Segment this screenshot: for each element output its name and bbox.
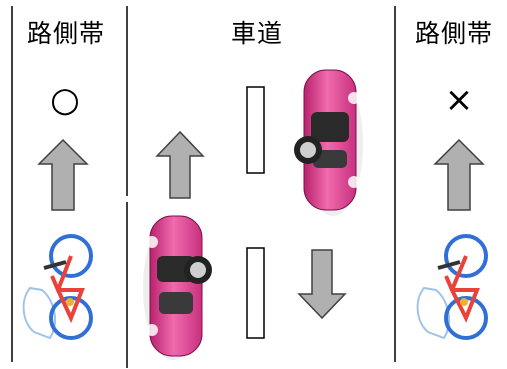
car-icon bbox=[143, 215, 212, 360]
up-arrow-left-shoulder bbox=[37, 138, 89, 211]
header-right-shoulder: 路側帯 bbox=[414, 19, 493, 48]
lane-dash-lower bbox=[246, 247, 265, 339]
lane-dash-upper bbox=[246, 86, 265, 174]
car-icon bbox=[294, 69, 363, 216]
boundary-lines bbox=[11, 6, 396, 368]
lane-divider-icon bbox=[246, 86, 265, 339]
up-arrow-roadway bbox=[155, 130, 205, 199]
allowed-mark: ○ bbox=[50, 80, 80, 120]
rear-wheel bbox=[49, 296, 93, 340]
up-arrow-icon bbox=[37, 130, 485, 211]
header-roadway: 車道 bbox=[230, 19, 283, 48]
bicycle-icon bbox=[22, 234, 93, 340]
down-arrow-icon bbox=[297, 249, 347, 320]
rider-outline bbox=[22, 286, 57, 340]
not-allowed-mark: × bbox=[444, 80, 474, 120]
front-wheel bbox=[49, 234, 93, 278]
header-left-shoulder: 路側帯 bbox=[26, 19, 105, 48]
bicycle-icon bbox=[416, 234, 488, 340]
down-arrow-roadway bbox=[297, 249, 347, 320]
up-arrow-right-shoulder bbox=[433, 138, 485, 211]
front-wheel bbox=[444, 234, 488, 278]
rider-outline bbox=[416, 286, 451, 340]
rear-wheel bbox=[444, 296, 488, 340]
